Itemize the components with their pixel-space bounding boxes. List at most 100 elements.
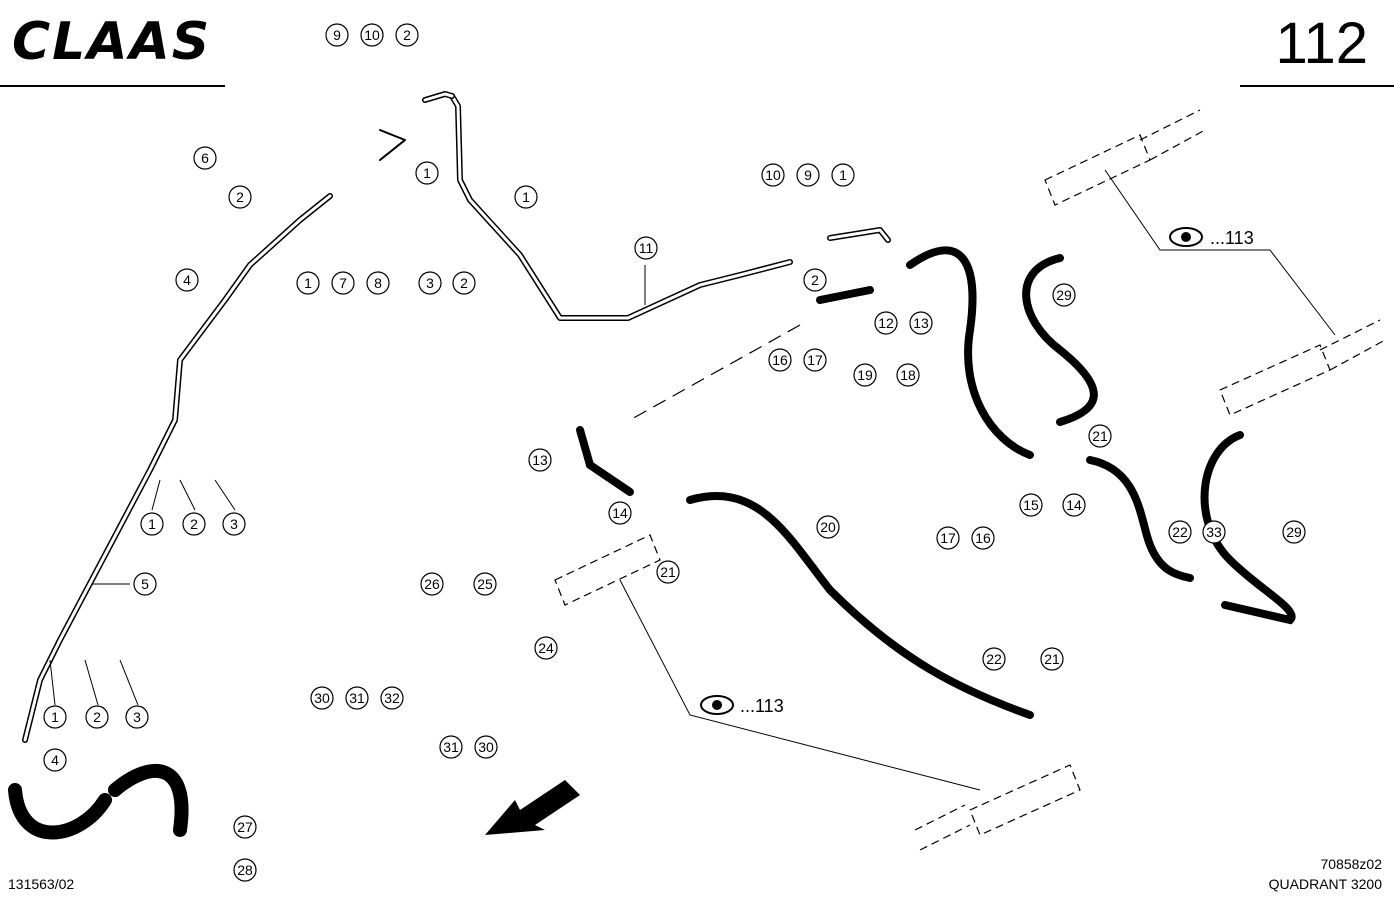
pipe-5 [22, 93, 793, 743]
callout-number: 18 [900, 367, 916, 383]
callout-4: 4 [43, 748, 67, 772]
callout-1: 1 [43, 705, 67, 729]
callout-number: 22 [1172, 524, 1188, 540]
callout-27: 27 [233, 815, 257, 839]
callout-17: 17 [936, 526, 960, 550]
callout-number: 21 [1092, 428, 1108, 444]
callout-number: 17 [940, 530, 956, 546]
callout-15: 15 [1019, 493, 1043, 517]
callout-1: 1 [514, 185, 538, 209]
cylinders [554, 109, 1386, 851]
callout-number: 3 [230, 516, 238, 532]
callout-1: 1 [140, 512, 164, 536]
callout-number: 21 [1044, 651, 1060, 667]
reference-113-right: ...113 [1210, 228, 1254, 248]
leader-lines [49, 169, 1336, 791]
callout-number: 28 [237, 862, 253, 878]
callout-3: 3 [222, 512, 246, 536]
callout-30: 30 [474, 735, 498, 759]
callout-number: 22 [986, 651, 1002, 667]
callout-22: 22 [982, 647, 1006, 671]
callout-number: 16 [772, 352, 788, 368]
callout-number: 2 [93, 709, 101, 725]
callout-number: 8 [374, 275, 382, 291]
callout-26: 26 [420, 572, 444, 596]
callout-number: 13 [913, 315, 929, 331]
callout-number: 31 [443, 739, 459, 755]
callout-number: 10 [765, 167, 781, 183]
callout-14: 14 [1062, 493, 1086, 517]
callout-10: 10 [360, 23, 384, 47]
callout-number: 29 [1056, 287, 1072, 303]
callout-13: 13 [528, 448, 552, 472]
callout-33: 33 [1202, 520, 1226, 544]
callout-number: 9 [804, 167, 812, 183]
callout-25: 25 [473, 572, 497, 596]
callout-number: 1 [51, 709, 59, 725]
callout-24: 24 [534, 636, 558, 660]
callout-21: 21 [1088, 424, 1112, 448]
callout-number: 14 [1066, 497, 1082, 513]
callout-6: 6 [193, 146, 217, 170]
callout-9: 9 [796, 163, 820, 187]
pipe-zigzag [379, 129, 406, 161]
callout-21: 21 [656, 560, 680, 584]
model-name: QUADRANT 3200 [1268, 876, 1382, 892]
callout-number: 7 [339, 275, 347, 291]
callout-5: 5 [133, 572, 157, 596]
callout-number: 32 [384, 690, 400, 706]
callout-number: 6 [201, 150, 209, 166]
callout-28: 28 [233, 858, 257, 882]
callout-number: 25 [477, 576, 493, 592]
callout-number: 26 [424, 576, 440, 592]
callout-number: 12 [878, 315, 894, 331]
callout-number: 1 [304, 275, 312, 291]
callout-number: 2 [811, 272, 819, 288]
callout-number: 33 [1206, 524, 1222, 540]
drawing-code-left: 131563/02 [8, 876, 75, 892]
eye-icon [1169, 227, 1203, 247]
callout-number: 1 [839, 167, 847, 183]
callout-30: 30 [310, 686, 334, 710]
callout-number: 30 [314, 690, 330, 706]
callout-21: 21 [1040, 647, 1064, 671]
callout-number: 16 [975, 530, 991, 546]
callout-number: 2 [236, 189, 244, 205]
callout-number: 10 [364, 27, 380, 43]
callout-number: 29 [1286, 524, 1302, 540]
callout-31: 31 [439, 735, 463, 759]
callout-32: 32 [380, 686, 404, 710]
callout-number: 1 [522, 189, 530, 205]
callout-19: 19 [853, 363, 877, 387]
callout-number: 2 [190, 516, 198, 532]
eye-icon [700, 695, 734, 715]
callout-number: 9 [333, 27, 341, 43]
callout-17: 17 [803, 348, 827, 372]
callout-3: 3 [418, 271, 442, 295]
callout-8: 8 [366, 271, 390, 295]
callout-10: 10 [761, 163, 785, 187]
callout-number: 17 [807, 352, 823, 368]
rigid-pipes [22, 91, 891, 743]
callout-13: 13 [909, 311, 933, 335]
reference-113-left: ...113 [740, 696, 784, 716]
callout-11: 11 [634, 236, 658, 260]
callout-number: 21 [660, 564, 676, 580]
callout-number: 3 [426, 275, 434, 291]
callout-22: 22 [1168, 520, 1192, 544]
callout-number: 5 [141, 576, 149, 592]
callout-20: 20 [816, 515, 840, 539]
drawing-code-right: 70858z02 [1320, 856, 1382, 872]
direction-arrow [485, 780, 580, 835]
callout-number: 14 [612, 505, 628, 521]
callout-7: 7 [331, 271, 355, 295]
callout-2: 2 [228, 185, 252, 209]
callout-9: 9 [325, 23, 349, 47]
callout-number: 2 [403, 27, 411, 43]
callout-2: 2 [452, 271, 476, 295]
callout-number: 2 [460, 275, 468, 291]
callout-2: 2 [182, 512, 206, 536]
page-number: 112 [1275, 11, 1368, 76]
